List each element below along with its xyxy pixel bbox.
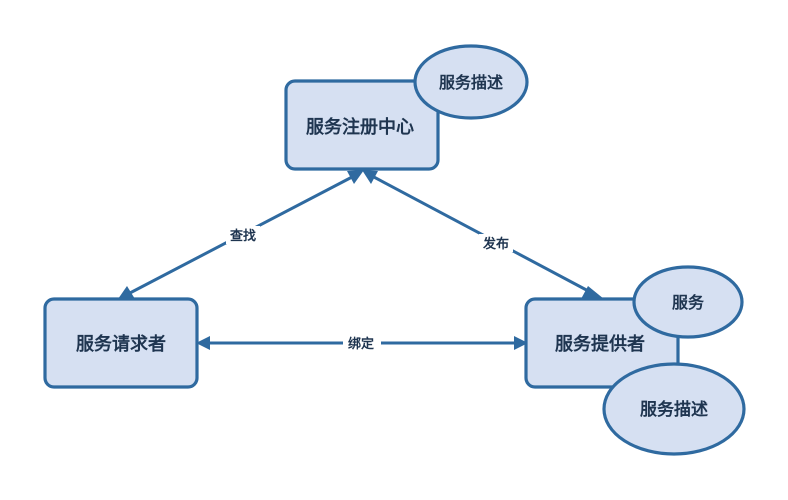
edge-bind: 绑定 [196, 335, 528, 353]
node-requester: 服务请求者 [43, 297, 199, 389]
node-registry-desc-label: 服务描述 [439, 73, 503, 92]
arrowhead-bind-provider [514, 336, 528, 350]
node-provider-service: 服务 [632, 265, 744, 339]
arrowhead-publish-registry [362, 170, 378, 184]
node-requester-label: 服务请求者 [76, 333, 166, 355]
node-provider-service-label: 服务 [672, 293, 705, 312]
node-registry-desc: 服务描述 [413, 44, 529, 120]
node-provider-label: 服务提供者 [555, 333, 645, 355]
node-registry: 服务注册中心 [284, 79, 440, 171]
node-provider: 服务提供者 [524, 297, 680, 389]
node-registry-label: 服务注册中心 [306, 116, 414, 138]
node-provider-desc-label: 服务描述 [640, 399, 708, 420]
edge-label-bind: 绑定 [348, 336, 374, 352]
node-provider-desc: 服务描述 [602, 362, 746, 456]
arrowhead-find-registry [347, 170, 364, 184]
edge-label-find: 查找 [229, 228, 256, 244]
edge-publish: 发布 [362, 170, 604, 299]
edge-label-publish: 发布 [482, 236, 509, 252]
arrowhead-find-requester [118, 286, 135, 299]
edge-find: 查找 [118, 170, 364, 299]
arrowhead-bind-requester [196, 336, 210, 350]
arrowhead-publish-provider [581, 286, 604, 299]
